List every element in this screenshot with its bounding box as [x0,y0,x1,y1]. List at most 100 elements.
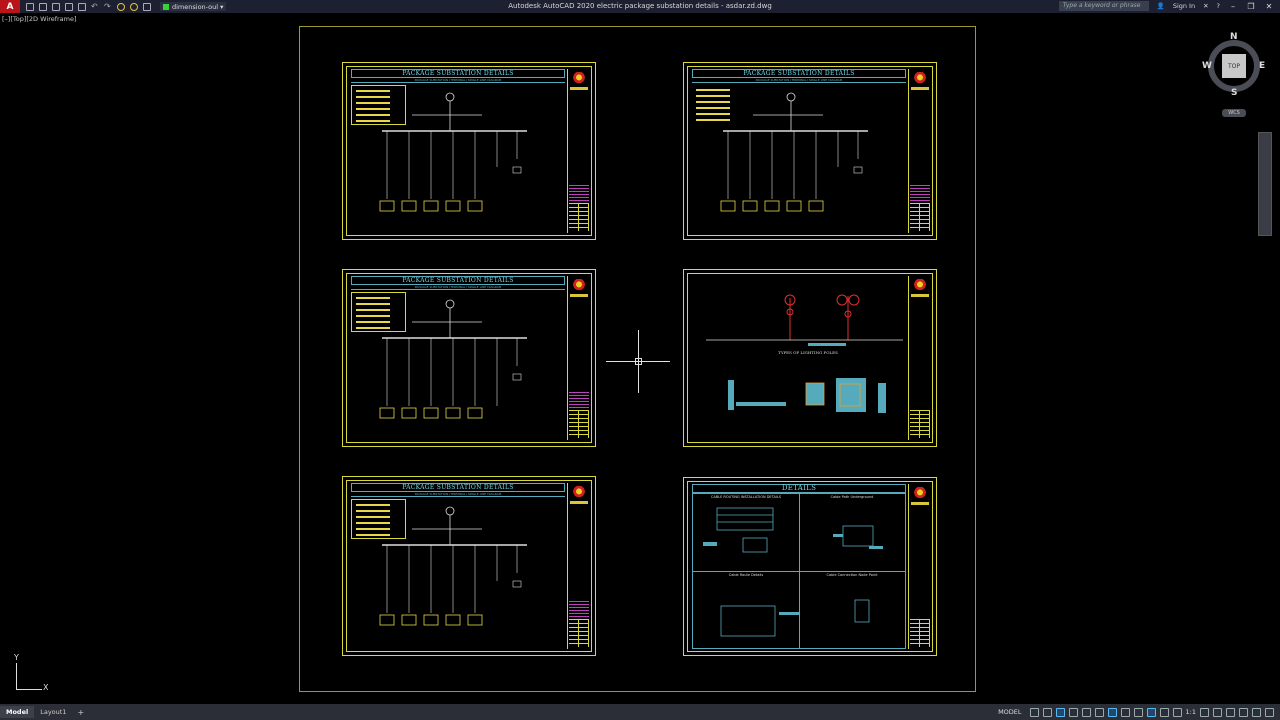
sheet-title: PACKAGE SUBSTATION DETAILS [351,276,565,285]
sheet-border: PACKAGE SUBSTATION DETAILS PACKAGE SUBST… [346,480,592,652]
title-bar: A ↶ ↷ dimension-oul ▾ Autodesk AutoCAD 2… [0,0,1280,13]
layer-freeze-icon[interactable] [130,2,138,11]
annotation-monitor-icon[interactable] [1213,707,1222,717]
lineweight-icon[interactable] [1120,707,1130,717]
sheet-subtitle: PACKAGE SUBSTATION (TERMINAL) SINGLE LIN… [351,285,565,290]
single-line-diagram [720,92,868,212]
compass-east[interactable]: E [1259,61,1266,71]
detail-panel-label: Cable Route Details [728,572,764,577]
chevron-down-icon: ▾ [218,2,224,11]
compass-south[interactable]: S [1231,88,1238,98]
compass-west[interactable]: W [1202,61,1212,71]
paper-space-boundary [299,26,976,692]
sheet-border: PACKAGE SUBSTATION DETAILS PACKAGE SUBST… [346,66,592,236]
single-line-diagram [379,506,527,626]
sheet-title: PACKAGE SUBSTATION DETAILS [692,69,906,78]
ucs-y-axis [16,663,17,689]
tab-layout1[interactable]: Layout1 [40,708,67,716]
drawing-sheet-3[interactable]: PACKAGE SUBSTATION DETAILS PACKAGE SUBST… [342,269,596,447]
company-logo-icon [572,72,586,84]
save-icon[interactable] [52,2,60,11]
plot-icon[interactable] [78,2,86,11]
close-button[interactable]: ✕ [1265,1,1273,11]
layer-on-icon[interactable] [117,2,125,11]
lighting-poles-drawing [706,294,903,413]
object-track-icon[interactable] [1094,707,1104,717]
viewcube-top-face[interactable]: TOP [1222,54,1246,78]
isolate-objects-icon[interactable] [1226,707,1235,717]
layer-lock-icon[interactable] [143,2,151,11]
exchange-icon[interactable]: ✕ [1203,2,1209,10]
company-logo-icon [572,486,586,498]
customization-menu-icon[interactable] [1265,707,1274,717]
drawing-caption: TYPES OF LIGHTING POLES [778,350,838,355]
title-block [567,69,589,233]
clean-screen-icon[interactable] [1252,707,1261,717]
grid-icon[interactable] [1029,707,1039,717]
ucs-y-label: Y [14,653,19,662]
title-block [908,276,930,440]
compass-north[interactable]: N [1230,32,1238,42]
transparency-icon[interactable] [1133,707,1143,717]
company-logo-icon [913,279,927,291]
single-line-diagram [379,92,527,212]
sheet-title: DETAILS [692,484,906,493]
drawing-sheet-4[interactable]: TYPES OF LIGHTING POLES [683,269,937,447]
quick-access-toolbar: ↶ ↷ dimension-oul ▾ [20,0,227,13]
viewport-controls[interactable]: [–][Top][2D Wireframe] [2,15,77,23]
company-logo-icon [913,72,927,84]
redo-icon[interactable]: ↷ [104,1,111,11]
selection-cycling-icon[interactable] [1146,707,1156,717]
title-block [567,483,589,649]
drawing-sheet-5[interactable]: PACKAGE SUBSTATION DETAILS PACKAGE SUBST… [342,476,596,656]
drawing-sheet-6[interactable]: DETAILS CABLE ROUTING INSTALLATION DETAI… [683,477,937,656]
osnap-icon[interactable] [1107,707,1117,717]
sheet-border: TYPES OF LIGHTING POLES [687,273,933,443]
new-file-icon[interactable] [26,2,34,11]
layer-color-swatch [163,3,169,10]
help-icon[interactable]: ? [1216,2,1220,10]
single-line-diagram [379,299,527,419]
company-logo-icon [572,279,586,291]
detail-panel-label: CABLE ROUTING INSTALLATION DETAILS [710,495,782,499]
polar-icon[interactable] [1068,707,1078,717]
model-space-toggle[interactable]: MODEL [998,708,1022,716]
snap-icon[interactable] [1042,707,1052,717]
search-input[interactable]: Type a keyword or phrase [1058,1,1149,11]
ortho-icon[interactable] [1055,707,1065,717]
annotation-visibility-icon[interactable] [1159,707,1169,717]
crosshair-vertical [638,330,639,393]
drawing-sheet-1[interactable]: PACKAGE SUBSTATION DETAILS PACKAGE SUBST… [342,62,596,240]
workspace-gear-icon[interactable] [1200,707,1209,717]
details-drawing [703,507,883,637]
application-menu-button[interactable]: A [0,0,20,13]
drawing-sheet-2[interactable]: PACKAGE SUBSTATION DETAILS PACKAGE SUBST… [683,62,937,240]
open-file-icon[interactable] [39,2,47,11]
autoscale-icon[interactable] [1172,707,1182,717]
status-toggles: MODEL 1:1 [998,706,1274,718]
viewcube[interactable]: TOP N S E W [1202,32,1266,98]
tab-model[interactable]: Model [0,706,35,718]
sign-in-button[interactable]: Sign In [1172,2,1196,10]
annotation-scale[interactable]: 1:1 [1185,708,1196,716]
user-icon: 👤 [1156,2,1165,10]
undo-icon[interactable]: ↶ [91,1,98,11]
isodraft-icon[interactable] [1081,707,1091,717]
compass-ring[interactable] [1208,40,1260,92]
pickbox [635,358,642,365]
title-block [908,69,930,233]
sheet-subtitle: PACKAGE SUBSTATION (TERMINAL) SINGLE LIN… [351,492,565,497]
restore-button[interactable]: ❐ [1247,1,1255,11]
layer-dropdown[interactable]: dimension-oul ▾ [160,2,227,11]
title-block [908,484,930,649]
sheet-subtitle: PACKAGE SUBSTATION (TERMINAL) SINGLE LIN… [692,78,906,83]
status-bar: Model Layout1 + MODEL 1:1 [0,704,1280,720]
minimize-button[interactable]: – [1231,1,1235,11]
wcs-menu-button[interactable]: WCS [1222,109,1246,117]
title-block [567,276,589,440]
add-layout-button[interactable]: + [77,707,85,717]
save-as-icon[interactable] [65,2,73,11]
navigation-bar[interactable] [1258,132,1272,236]
detail-panel-label: Cable Connection Node Point [826,572,878,577]
hardware-acceleration-icon[interactable] [1239,707,1248,717]
